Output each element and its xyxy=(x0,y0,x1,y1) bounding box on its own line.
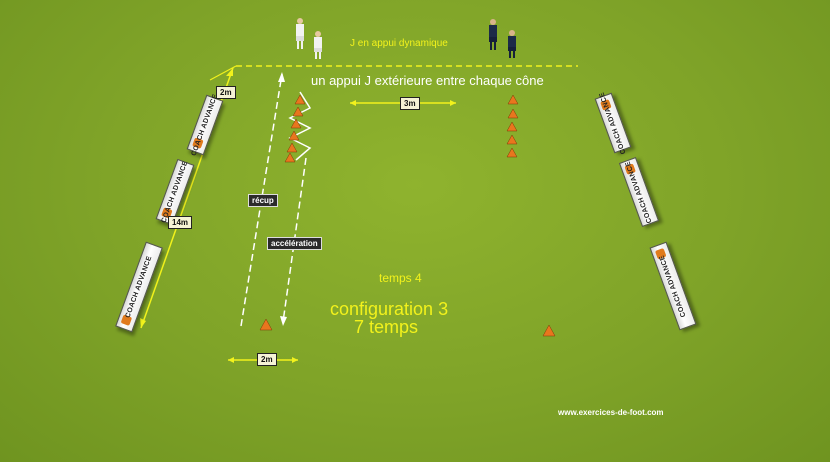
acceleration-label: accélération xyxy=(267,237,322,250)
cone xyxy=(294,94,306,105)
cone xyxy=(506,147,518,158)
instruction-text: un appui J extérieure entre chaque cône xyxy=(311,73,544,88)
cone xyxy=(292,106,304,117)
player-dark-1 xyxy=(489,19,497,50)
recup-run-arrow xyxy=(278,72,285,82)
recup-label: récup xyxy=(248,194,278,207)
dimension-2m-top-label: 2m xyxy=(216,86,236,99)
watermark: www.exercices-de-foot.com xyxy=(558,408,664,417)
cone xyxy=(286,142,298,153)
player-dark-2 xyxy=(508,30,516,58)
cone xyxy=(507,94,519,105)
cone-group-left xyxy=(284,94,306,163)
cone xyxy=(506,134,518,145)
cone-bottom-right xyxy=(542,324,556,337)
time-step-label: temps 4 xyxy=(379,271,422,285)
dimension-2m-bottom-label: 2m xyxy=(257,353,277,366)
dimension-3m-label: 3m xyxy=(400,97,420,110)
player-white-1 xyxy=(296,18,304,49)
dimension-2m-bottom-arrow-left xyxy=(228,357,234,363)
acceleration-run-arrow xyxy=(280,316,287,326)
cone xyxy=(507,108,519,119)
total-steps-label: 7 temps xyxy=(354,317,419,337)
cone xyxy=(284,152,296,163)
configuration-label: configuration 3 xyxy=(330,299,449,319)
dimension-2m-top-line xyxy=(209,65,237,81)
cone-group-right xyxy=(506,94,519,158)
cone-bottom-left xyxy=(259,318,273,331)
cone xyxy=(288,130,300,141)
support-note: J en appui dynamique xyxy=(350,38,448,49)
player-white-2 xyxy=(314,31,322,59)
cone xyxy=(290,118,302,129)
cone xyxy=(506,121,518,132)
dimension-3m-arrow-right xyxy=(450,100,456,106)
dimension-14m-arrow-bottom xyxy=(140,318,146,328)
dimension-2m-bottom-arrow-right xyxy=(292,357,298,363)
dimension-3m-arrow-left xyxy=(350,100,356,106)
dimension-14m-label: 14m xyxy=(168,216,193,229)
zigzag-path xyxy=(288,91,312,161)
dimension-14m-arrow-top xyxy=(226,68,233,76)
